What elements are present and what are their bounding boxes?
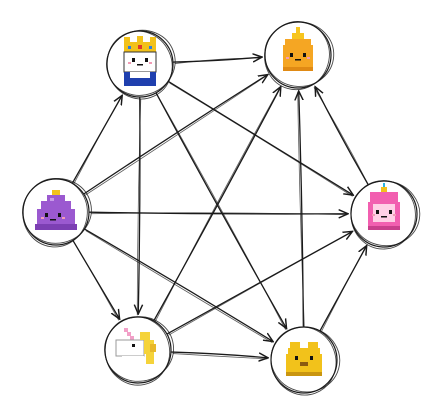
edge-lumpy-to-unicorn [72, 240, 120, 321]
edge-sketch-line [157, 94, 286, 330]
edge-king-to-bubblegum [168, 81, 353, 197]
flame-princess-icon [283, 27, 313, 71]
edge-king-to-jake [155, 93, 286, 330]
node-lumpy [22, 178, 92, 248]
node-sketch-ring-2 [22, 178, 88, 248]
node-sketch-ring-2 [106, 30, 173, 100]
node-sketch-ring-2 [350, 180, 416, 250]
edge-sketch-line [73, 242, 120, 321]
edge-line [171, 351, 268, 358]
node-sketch-ring-2 [264, 21, 330, 91]
node-king [106, 29, 176, 100]
edge-sketch-line [73, 95, 122, 185]
jake-dog-icon [286, 342, 322, 376]
edge-jake-to-bubblegum [319, 246, 367, 333]
node-bubblegum [350, 180, 421, 250]
edge-sketch-line [297, 91, 305, 328]
edge-line [153, 87, 281, 321]
edge-sketch-line [313, 87, 370, 186]
edge-line [315, 87, 369, 185]
edge-sketch-line [85, 75, 268, 196]
lumpy-space-princess-icon [35, 190, 77, 230]
edge-jake-to-flame [298, 91, 305, 328]
node-unicorn [104, 316, 174, 386]
edge-sketch-line [174, 57, 262, 64]
edge-line [168, 81, 353, 195]
edge-sketch-line [85, 230, 273, 343]
edge-unicorn-to-flame [153, 87, 281, 323]
edge-lumpy-to-bubblegum [89, 212, 348, 216]
node-sketch-ring-2 [104, 316, 171, 386]
edge-layer [72, 57, 370, 360]
crowned-king-icon [123, 36, 157, 86]
edge-unicorn-to-jake [171, 351, 268, 360]
edge-lumpy-to-flame [83, 75, 268, 196]
node-flame [264, 21, 335, 91]
edge-sketch-line [320, 246, 367, 333]
edge-sketch-line [154, 87, 281, 323]
edge-king-to-unicorn [136, 97, 142, 316]
edge-line [155, 93, 286, 329]
edge-line [84, 228, 273, 341]
edge-sketch-line [169, 82, 353, 197]
node-jake [270, 326, 341, 396]
edge-lumpy-to-king [72, 95, 122, 185]
node-layer [22, 21, 421, 396]
edge-sketch-line [168, 232, 352, 336]
node-sketch-ring-2 [270, 326, 337, 396]
edge-lumpy-to-jake [84, 228, 273, 343]
edge-line [83, 75, 268, 195]
edge-king-to-flame [173, 57, 262, 64]
edge-bubblegum-to-flame [313, 87, 370, 186]
edge-sketch-line [172, 353, 268, 360]
princess-bubblegum-icon [368, 183, 400, 230]
edge-unicorn-to-bubblegum [167, 231, 353, 336]
lady-rainicorn-icon [115, 328, 156, 364]
edge-sketch-line [90, 212, 348, 216]
edge-sketch-line [136, 99, 142, 316]
